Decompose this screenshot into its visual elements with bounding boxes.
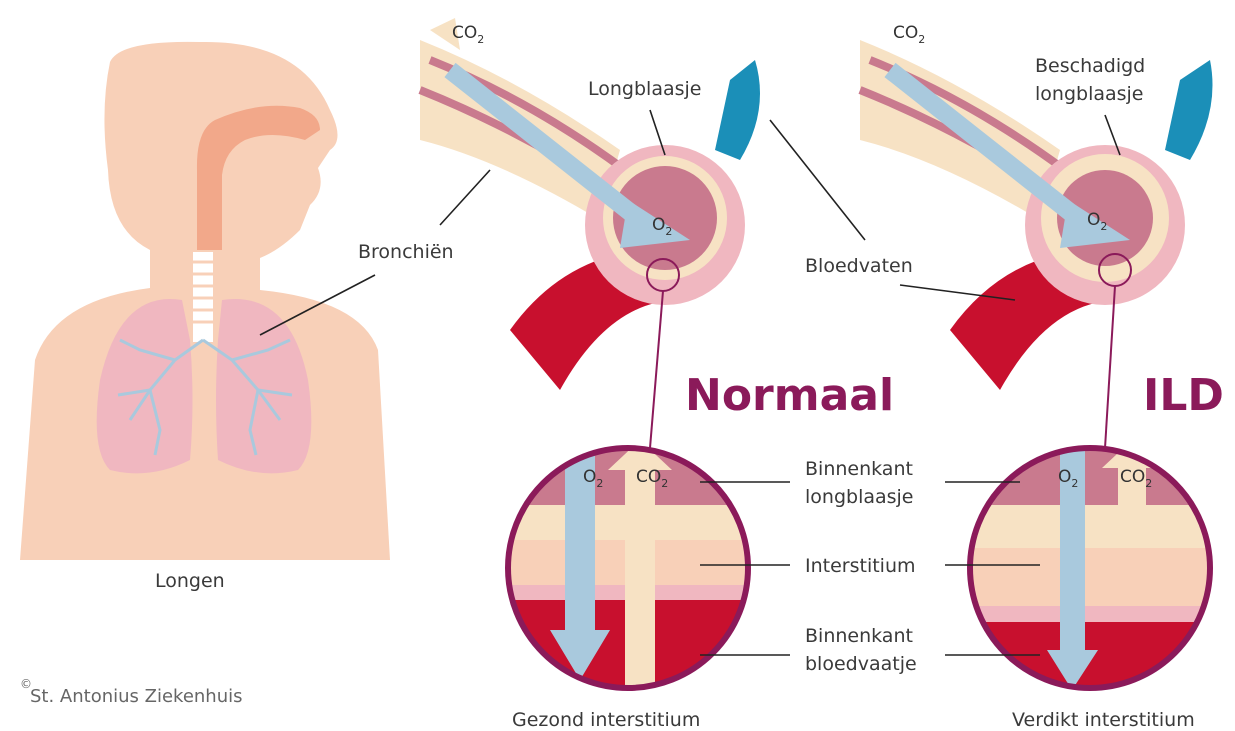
label-longblaasje: Longblaasje — [588, 78, 701, 100]
co2-label-normal-top: CO2 — [452, 23, 484, 46]
label-interstitium: Interstitium — [805, 555, 916, 577]
label-beschadigd-line1: Beschadigd — [1035, 55, 1145, 77]
title-ild: ILD — [1143, 370, 1224, 421]
magnified-ild — [960, 440, 1220, 702]
label-beschadigd-line2: longblaasje — [1035, 83, 1144, 105]
label-binnenkant-longblaasje-line1: Binnenkant — [805, 458, 913, 480]
magnified-normal — [500, 440, 760, 700]
label-longen: Longen — [155, 570, 225, 592]
label-bronchien: Bronchiën — [358, 241, 454, 263]
co2-label-ild-top: CO2 — [893, 23, 925, 46]
label-bloedvaten: Bloedvaten — [805, 255, 913, 277]
copyright-text: St. Antonius Ziekenhuis — [30, 686, 243, 707]
title-normaal: Normaal — [685, 370, 894, 421]
human-figure — [20, 42, 390, 560]
label-binnenkant-bloedvaatje-line1: Binnenkant — [805, 625, 913, 647]
normal-alveolus-group — [420, 18, 760, 390]
trachea — [193, 252, 213, 342]
caption-verdikt-interstitium: Verdikt interstitium — [1012, 709, 1195, 731]
label-binnenkant-bloedvaatje-line2: bloedvaatje — [805, 653, 917, 675]
caption-gezond-interstitium: Gezond interstitium — [512, 709, 700, 731]
label-binnenkant-longblaasje-line2: longblaasje — [805, 486, 914, 508]
